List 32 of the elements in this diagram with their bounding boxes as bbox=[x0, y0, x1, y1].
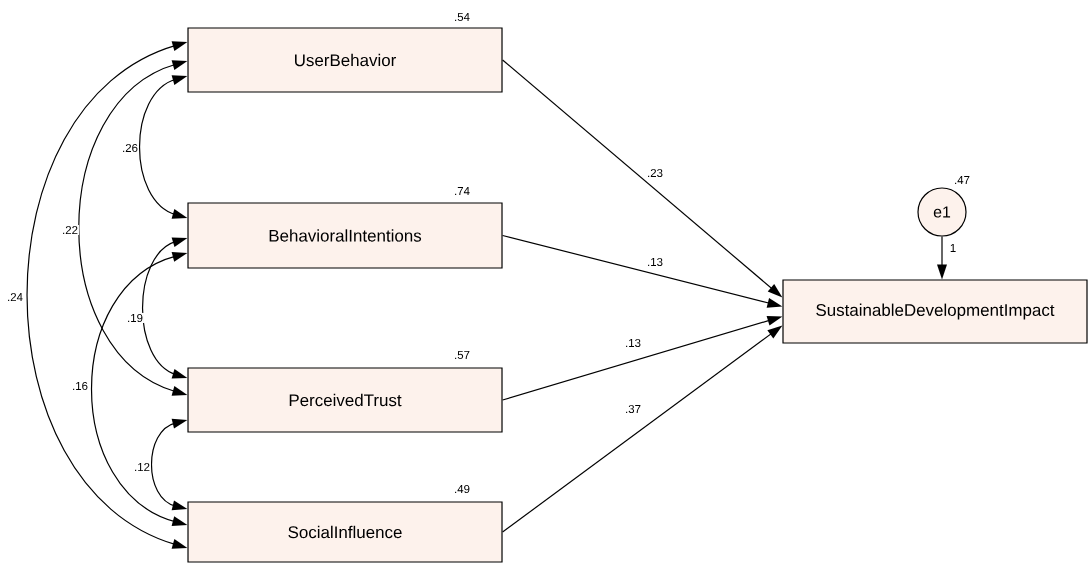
edge-label: .13 bbox=[624, 337, 642, 349]
arrow bbox=[502, 234, 783, 308]
arrow bbox=[502, 316, 783, 401]
arrow bbox=[937, 236, 947, 280]
edge-label: .22 bbox=[61, 225, 79, 235]
arrow bbox=[141, 237, 188, 379]
edge-label: .24 bbox=[6, 292, 24, 302]
edge-label: .37 bbox=[624, 403, 642, 415]
variable-box: SustainableDevelopmentImpact bbox=[782, 279, 1088, 344]
variable-box: UserBehavior bbox=[187, 27, 503, 93]
arrow bbox=[502, 59, 783, 298]
arrow bbox=[502, 325, 783, 533]
edge-label: .26 bbox=[121, 142, 139, 154]
variable-box: SocialInfluence bbox=[187, 501, 503, 563]
estimate-label: .47 bbox=[955, 176, 970, 184]
variable-box: PerceivedTrust bbox=[187, 367, 503, 433]
estimate-label: .49 bbox=[455, 484, 470, 494]
edge-label: .19 bbox=[126, 312, 144, 324]
arrow bbox=[90, 251, 188, 526]
arrow bbox=[26, 41, 188, 549]
edge-label: .23 bbox=[646, 167, 664, 179]
variable-box: BehavioralIntentions bbox=[187, 202, 503, 269]
edge-label: 1 bbox=[948, 243, 958, 253]
edge-label: .16 bbox=[71, 380, 89, 392]
estimate-label: .74 bbox=[455, 187, 470, 195]
arrow bbox=[138, 75, 188, 219]
arrow bbox=[150, 418, 188, 511]
estimate-label: .57 bbox=[455, 351, 470, 359]
edge-label: .12 bbox=[133, 462, 151, 472]
estimate-label: .54 bbox=[455, 13, 470, 21]
edge-label: .13 bbox=[646, 256, 664, 268]
arrow bbox=[78, 60, 188, 396]
